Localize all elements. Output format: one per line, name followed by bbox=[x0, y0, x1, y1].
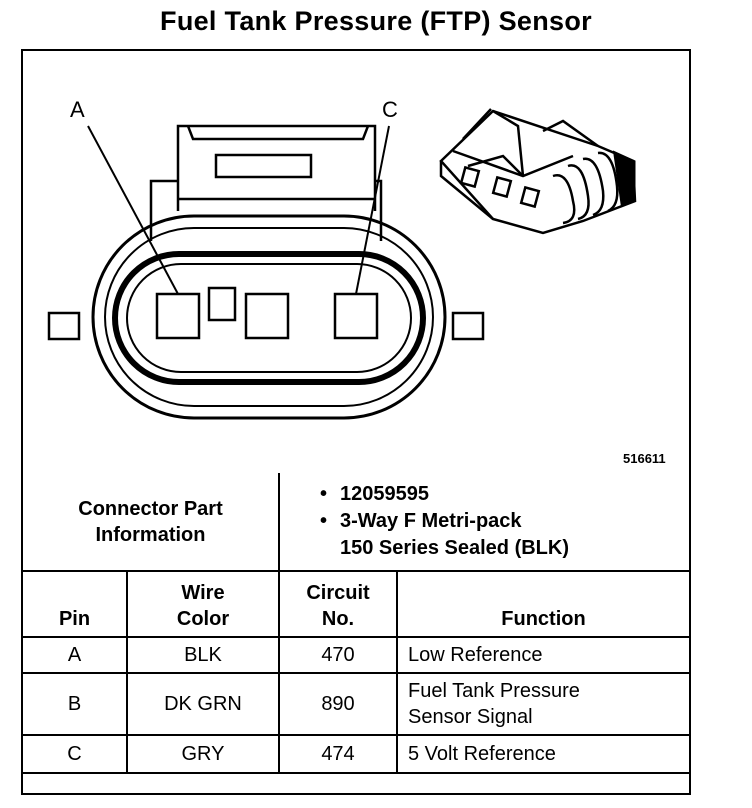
header-wire-color: Wire Color bbox=[126, 570, 280, 638]
pin-a-leader bbox=[87, 125, 179, 295]
connector-info-table: Connector Part Information 12059595 3-Wa… bbox=[23, 473, 689, 774]
table-row: B DK GRN 890 Fuel Tank Pressure Sensor S… bbox=[23, 672, 689, 736]
pin-a-label: A bbox=[70, 97, 85, 122]
wire-color-cell: GRY bbox=[126, 734, 280, 774]
connector-3d-illustration bbox=[439, 108, 637, 235]
circuit-cell: 474 bbox=[278, 734, 398, 774]
part-info-bullets: 12059595 3-Way F Metri-pack 150 Series S… bbox=[278, 473, 689, 572]
pin-c-leader bbox=[355, 125, 390, 295]
table-row: A BLK 470 Low Reference bbox=[23, 636, 689, 674]
pin-cell: B bbox=[23, 672, 128, 736]
table-row: C GRY 474 5 Volt Reference bbox=[23, 734, 689, 774]
right-tab bbox=[451, 311, 485, 341]
part-number: 12059595 bbox=[320, 481, 689, 508]
header-function: Function bbox=[396, 570, 689, 638]
figure-number: 516611 bbox=[623, 451, 666, 466]
connector-body bbox=[91, 214, 447, 420]
left-tab bbox=[47, 311, 81, 341]
lock-housing bbox=[149, 124, 383, 241]
function-cell: Low Reference bbox=[396, 636, 689, 674]
pin-c-cavity bbox=[333, 292, 379, 340]
connector-diagram bbox=[47, 108, 637, 420]
pin-cell: C bbox=[23, 734, 128, 774]
wire-color-cell: DK GRN bbox=[126, 672, 280, 736]
key-slot bbox=[207, 286, 237, 322]
circuit-cell: 470 bbox=[278, 636, 398, 674]
page-title: Fuel Tank Pressure (FTP) Sensor bbox=[160, 6, 592, 36]
pin-b-cavity bbox=[244, 292, 290, 340]
diagram-frame: A C 516611 Connector Part Information 12… bbox=[21, 49, 691, 795]
pin-cell: A bbox=[23, 636, 128, 674]
function-cell: 5 Volt Reference bbox=[396, 734, 689, 774]
pin-c-label: C bbox=[382, 97, 398, 122]
wire-color-cell: BLK bbox=[126, 636, 280, 674]
header-circuit: Circuit No. bbox=[278, 570, 398, 638]
pin-a-cavity bbox=[155, 292, 201, 340]
function-cell: Fuel Tank Pressure Sensor Signal bbox=[396, 672, 689, 736]
table-header-row: Pin Wire Color Circuit No. Function bbox=[23, 570, 689, 638]
pin-cavities bbox=[155, 286, 379, 340]
header-pin: Pin bbox=[23, 570, 128, 638]
circuit-cell: 890 bbox=[278, 672, 398, 736]
part-info-label: Connector Part Information bbox=[23, 473, 280, 572]
part-description: 3-Way F Metri-pack 150 Series Sealed (BL… bbox=[320, 508, 689, 562]
